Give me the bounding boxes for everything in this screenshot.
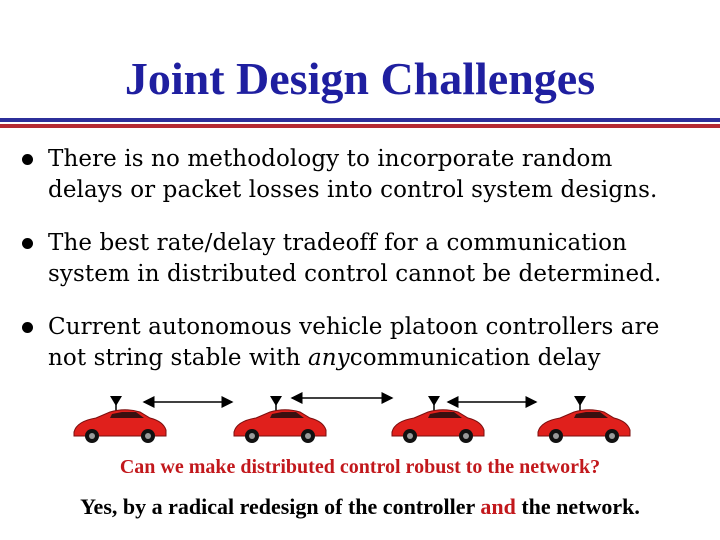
- question-text: Can we make distributed control robust t…: [119, 456, 601, 478]
- bullet-text: There is no methodology to incorporate r…: [48, 144, 708, 206]
- bullet-text: The best rate/delay tradeoff for a commu…: [48, 228, 708, 290]
- answer-text: Yes, by a radical redesign of the contro…: [0, 494, 720, 520]
- bullet-text-segment: communication delay: [349, 345, 601, 371]
- answer-segment: Yes, by a radical redesign of the contro…: [80, 494, 481, 519]
- car-icon: [73, 395, 167, 444]
- title-divider-blue: [0, 118, 720, 122]
- bullet-text-segment: not string stable with: [48, 345, 308, 371]
- bullet-line: system in distributed control cannot be …: [48, 261, 662, 287]
- bullet-item: There is no methodology to incorporate r…: [18, 144, 708, 228]
- bullet-dot-icon: [22, 322, 33, 333]
- vehicle-platoon-illustration: [73, 392, 631, 444]
- answer-highlight: and: [480, 494, 516, 519]
- bullet-line: There is no methodology to incorporate r…: [48, 146, 613, 172]
- title-divider-red: [0, 124, 720, 128]
- bullet-emphasis: any: [307, 345, 350, 371]
- bullet-item: The best rate/delay tradeoff for a commu…: [18, 228, 708, 312]
- car-icon: [537, 395, 631, 444]
- bullet-line: The best rate/delay tradeoff for a commu…: [48, 230, 627, 256]
- car-icon: [233, 395, 327, 444]
- bullet-text: Current autonomous vehicle platoon contr…: [48, 312, 708, 374]
- answer-segment: the network.: [515, 494, 640, 519]
- bullet-dot-icon: [22, 238, 33, 249]
- bullet-list: There is no methodology to incorporate r…: [18, 144, 708, 396]
- bullet-dot-icon: [22, 154, 33, 165]
- bullet-item: Current autonomous vehicle platoon contr…: [18, 312, 708, 396]
- bullet-line: not string stable with anycommunication …: [48, 343, 708, 374]
- bullet-line: Current autonomous vehicle platoon contr…: [48, 314, 660, 340]
- slide-title: Joint Design Challenges: [124, 53, 596, 104]
- bullet-line: delays or packet losses into control sys…: [48, 177, 658, 203]
- car-icon: [391, 395, 485, 444]
